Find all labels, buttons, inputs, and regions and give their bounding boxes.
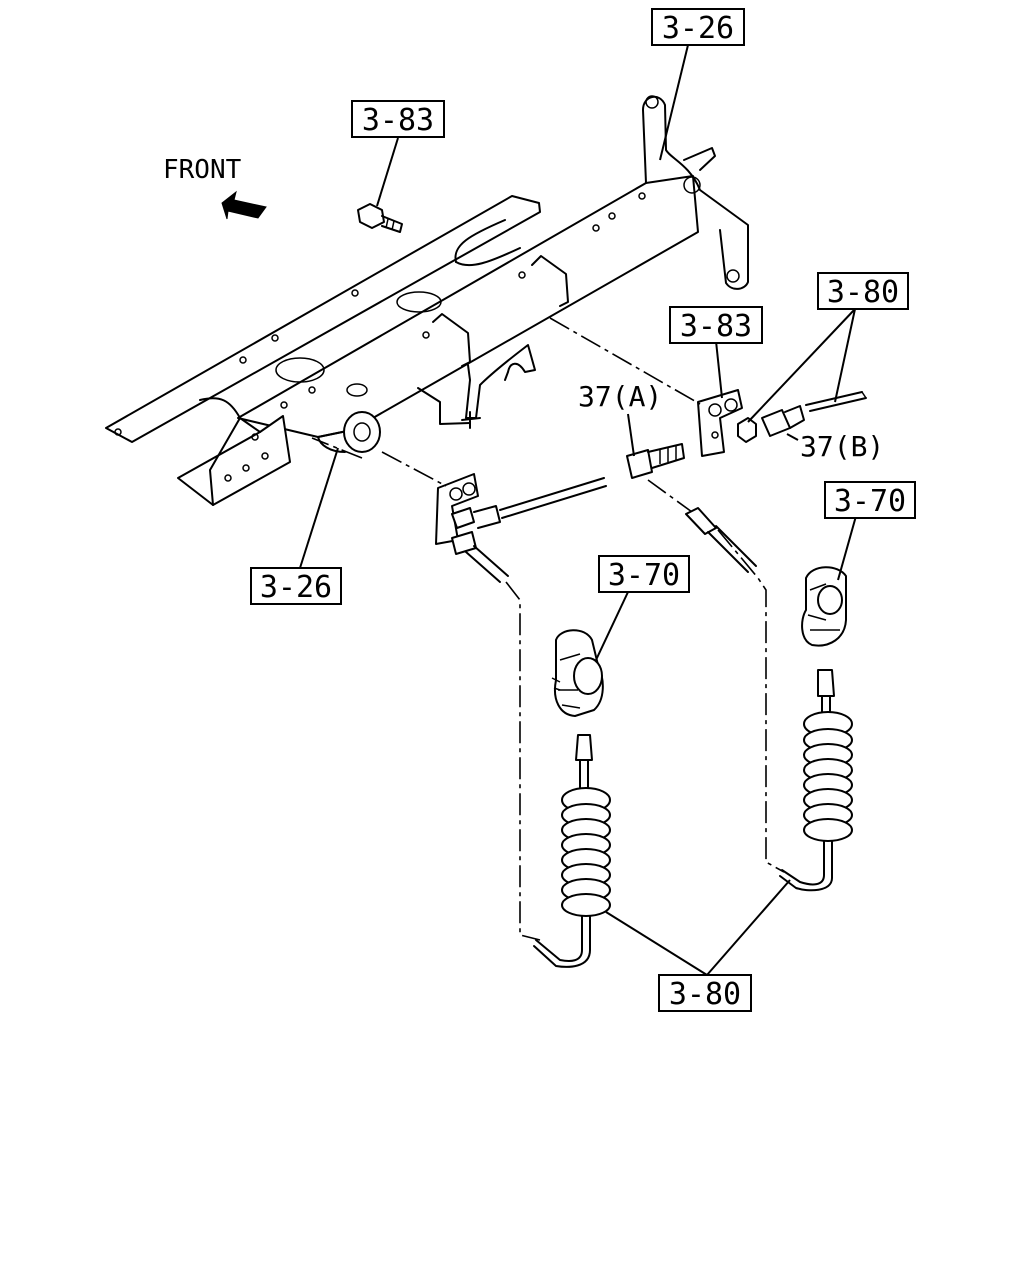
callout-3-70-right-text: 3-70	[834, 484, 906, 519]
callout-3-70-right: 3-70	[824, 481, 916, 519]
coil-hose-left	[533, 734, 611, 968]
front-indicator: FRONT	[163, 155, 267, 220]
leader-lines	[299, 44, 857, 976]
arrow-front-icon	[221, 190, 267, 220]
mid-bracket-assembly	[626, 389, 867, 479]
callout-3-80-bottom-text: 3-80	[669, 977, 741, 1012]
coil-hose-right	[779, 669, 853, 892]
front-label: FRONT	[163, 155, 242, 185]
callout-3-26-left: 3-26	[250, 567, 342, 605]
callout-3-80-top-text: 3-80	[827, 275, 899, 310]
left-fitting-bracket	[435, 473, 607, 583]
callout-3-83-top: 3-83	[351, 100, 445, 138]
callout-3-80-top: 3-80	[817, 272, 909, 310]
callout-3-83-mid-text: 3-83	[680, 309, 752, 344]
side-bracket	[177, 397, 291, 506]
callout-3-83-top-text: 3-83	[362, 103, 434, 138]
callout-3-70-mid: 3-70	[598, 555, 690, 593]
callout-3-26-top: 3-26	[651, 8, 745, 46]
part-37b-label: 37(B)	[800, 430, 884, 463]
right-fitting	[685, 507, 757, 573]
callout-3-26-top-text: 3-26	[662, 11, 734, 46]
lower-frame-rail	[105, 195, 541, 443]
routing-dashes	[311, 317, 785, 941]
callout-3-83-mid: 3-83	[669, 306, 763, 344]
part-37a-label: 37(A)	[578, 380, 662, 413]
crossmember	[237, 95, 749, 453]
callout-3-70-mid-text: 3-70	[608, 558, 680, 593]
callout-3-26-left-text: 3-26	[260, 570, 332, 605]
bolt-top	[357, 203, 403, 233]
callout-3-80-bottom: 3-80	[658, 974, 752, 1012]
glad-hand-left	[551, 629, 604, 717]
glad-hand-right	[801, 566, 847, 647]
